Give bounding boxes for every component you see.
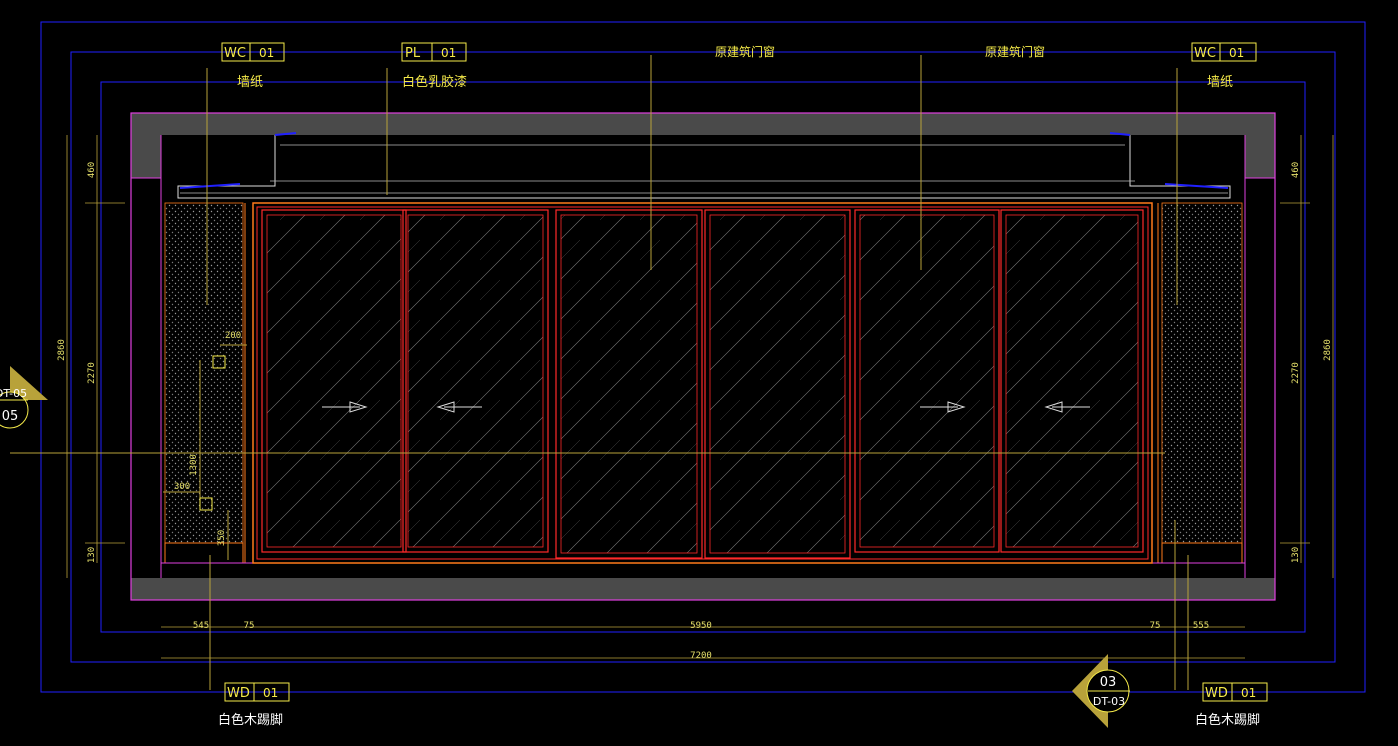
tag-wd-left-num: 01 bbox=[263, 686, 278, 700]
dim-right-130: 130 bbox=[1291, 547, 1301, 563]
dimension-lines bbox=[66, 135, 1334, 659]
door-panel-frame bbox=[555, 209, 703, 559]
section-bottom-ref: DT-03 bbox=[1093, 695, 1125, 708]
dim-right-2860: 2860 bbox=[1323, 339, 1333, 361]
dim-bottom-75a: 75 bbox=[244, 621, 255, 631]
tag-wc-right-code: WC bbox=[1194, 46, 1216, 61]
door-panel-glass bbox=[560, 214, 698, 554]
tag-wd-left-code: WD bbox=[227, 686, 250, 701]
tag-pl-code: PL bbox=[405, 46, 421, 61]
tag-wd-right-code: WD bbox=[1205, 686, 1228, 701]
door-panel-frame bbox=[402, 209, 549, 553]
slide-arrows bbox=[322, 401, 1090, 413]
tag-wd-right-label: 白色木踢脚 bbox=[1195, 712, 1260, 728]
dim-inner-200: 200 bbox=[225, 331, 241, 341]
wallpaper-panels bbox=[164, 202, 1243, 563]
dim-bottom-5950: 5950 bbox=[690, 621, 712, 631]
tag-wc-right-num: 01 bbox=[1229, 46, 1244, 60]
section-left-ref: DT-05 bbox=[0, 387, 27, 400]
tag-wd-left-label: 白色木踢脚 bbox=[218, 712, 283, 728]
door-panels bbox=[261, 209, 1144, 559]
section-symbol-left: DT-05 05 bbox=[0, 366, 48, 429]
dim-left-2860: 2860 bbox=[57, 339, 67, 361]
dim-left-460: 460 bbox=[87, 162, 97, 178]
ceiling-soffit bbox=[177, 132, 1231, 199]
material-tags bbox=[199, 42, 1268, 702]
door-panel-frame bbox=[1000, 209, 1144, 553]
door-panel-glass bbox=[859, 214, 995, 548]
tag-wc-left-label: 墙纸 bbox=[237, 75, 263, 90]
dim-bottom-75b: 75 bbox=[1150, 621, 1161, 631]
tag-orig-window-2: 原建筑门窗 bbox=[985, 44, 1045, 59]
tag-wc-left-num: 01 bbox=[259, 46, 274, 60]
tag-wc-left-code: WC bbox=[224, 46, 246, 61]
door-panel-frame bbox=[704, 209, 851, 559]
door-panel-glass bbox=[266, 214, 402, 548]
dim-right-2270: 2270 bbox=[1291, 362, 1301, 384]
structure-band bbox=[130, 112, 1276, 601]
blue-frames bbox=[40, 21, 1366, 693]
dim-bottom-545: 545 bbox=[193, 621, 209, 631]
tag-pl-label: 白色乳胶漆 bbox=[402, 74, 467, 90]
dim-left-130: 130 bbox=[87, 547, 97, 563]
dim-right-460: 460 bbox=[1291, 162, 1301, 178]
dim-left-2270: 2270 bbox=[87, 362, 97, 384]
door-panel-glass bbox=[709, 214, 846, 554]
tag-pl-num: 01 bbox=[441, 46, 456, 60]
door-panel-frame bbox=[854, 209, 1000, 553]
door-panel-glass bbox=[407, 214, 544, 548]
dim-bottom-555: 555 bbox=[1193, 621, 1209, 631]
dim-bottom-7200: 7200 bbox=[690, 651, 712, 661]
tag-orig-window-1: 原建筑门窗 bbox=[715, 44, 775, 59]
tag-wd-right-num: 01 bbox=[1241, 686, 1256, 700]
leader-lines bbox=[10, 55, 1189, 690]
dim-inner-350: 350 bbox=[217, 530, 227, 546]
section-bottom-num: 03 bbox=[1100, 675, 1117, 690]
sliding-door-system bbox=[252, 202, 1153, 564]
section-left-num: 05 bbox=[2, 409, 19, 424]
dim-inner-1300: 1300 bbox=[189, 454, 199, 476]
door-panel-glass bbox=[1005, 214, 1139, 548]
section-symbol-bottom: 03 DT-03 bbox=[1072, 654, 1130, 728]
door-panel-frame bbox=[261, 209, 407, 553]
tag-wc-right-label: 墙纸 bbox=[1207, 75, 1233, 90]
dim-inner-300: 300 bbox=[174, 482, 190, 492]
